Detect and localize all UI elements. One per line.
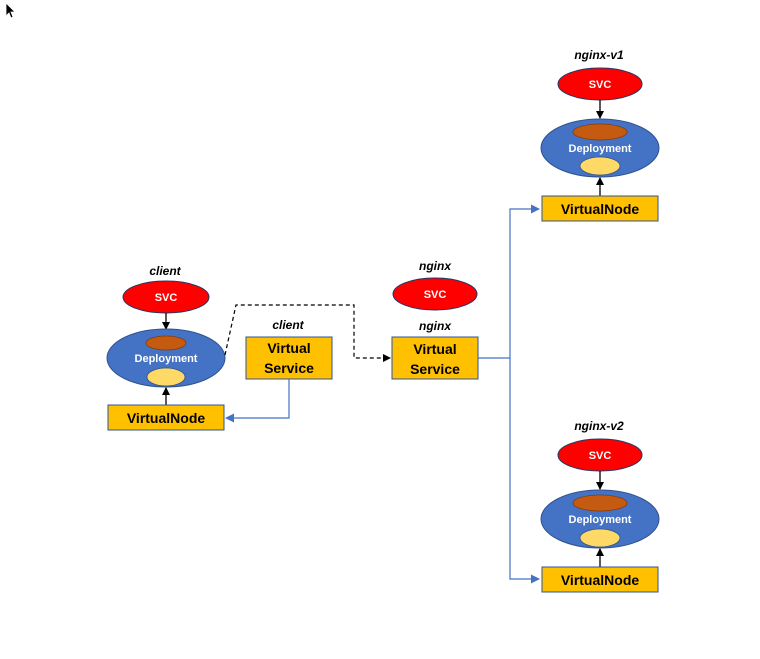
nginx-virtual-service-line1: Virtual <box>413 341 456 357</box>
nginx-v1-deployment-label: Deployment <box>569 143 632 155</box>
client-to-nginx-dashed-link <box>224 304 391 362</box>
client-svc-label: SVC <box>155 292 178 304</box>
client-virtual-service-group: client Virtual Service <box>245 318 333 380</box>
nginx-to-v1-link <box>478 204 540 359</box>
nginx-v2-pod-top <box>572 494 628 512</box>
nginx-v1-group: nginx-v1 SVC Deployment VirtualNode <box>540 48 660 222</box>
client-vs-to-node-link <box>225 379 290 423</box>
nginx-virtual-service[interactable]: Virtual Service <box>391 336 479 380</box>
arrow-cursor-icon <box>5 2 16 19</box>
client-virtual-service[interactable]: Virtual Service <box>245 336 333 380</box>
client-pod-top <box>145 335 187 351</box>
nginx-v1-deployment[interactable]: Deployment <box>540 118 660 178</box>
nginx-v1-svc[interactable]: SVC <box>557 67 643 101</box>
client-group: client SVC Deployment VirtualNode <box>106 264 226 431</box>
nginx-v1-virtualnode-label: VirtualNode <box>561 201 640 217</box>
client-svc[interactable]: SVC <box>122 280 210 314</box>
client-virtual-service-line1: Virtual <box>267 340 310 356</box>
nginx-v1-title: nginx-v1 <box>574 48 624 62</box>
nginx-v1-svc-label: SVC <box>589 79 612 91</box>
nginx-v2-deployment-label: Deployment <box>569 514 632 526</box>
nginx-v1-virtualnode[interactable]: VirtualNode <box>541 195 659 222</box>
nginx-v2-svc[interactable]: SVC <box>557 438 643 472</box>
nginx-virtual-service-line2: Service <box>410 361 460 377</box>
client-virtual-service-title: client <box>272 318 304 332</box>
client-deployment[interactable]: Deployment <box>106 328 226 388</box>
client-title: client <box>149 264 181 278</box>
client-virtualnode[interactable]: VirtualNode <box>107 404 225 431</box>
nginx-svc-label: SVC <box>424 289 447 301</box>
client-pod-bottom <box>146 367 186 387</box>
nginx-v2-svc-label: SVC <box>589 450 612 462</box>
client-virtualnode-label: VirtualNode <box>127 410 206 426</box>
nginx-v2-pod-bottom <box>579 528 621 548</box>
nginx-group: nginx SVC nginx Virtual Service <box>391 259 479 380</box>
nginx-v1-pod-bottom <box>579 156 621 176</box>
nginx-virtual-service-title: nginx <box>419 319 452 333</box>
nginx-svc[interactable]: SVC <box>392 277 478 311</box>
nginx-v2-virtualnode[interactable]: VirtualNode <box>541 566 659 593</box>
nginx-title: nginx <box>419 259 452 273</box>
nginx-v1-pod-top <box>572 123 628 141</box>
nginx-v2-group: nginx-v2 SVC Deployment VirtualNode <box>540 419 660 593</box>
nginx-v2-title: nginx-v2 <box>574 419 624 433</box>
nginx-v2-deployment[interactable]: Deployment <box>540 489 660 549</box>
client-virtual-service-line2: Service <box>264 360 314 376</box>
client-deployment-label: Deployment <box>135 353 198 365</box>
nginx-to-v2-link <box>509 358 540 584</box>
nginx-v2-virtualnode-label: VirtualNode <box>561 572 640 588</box>
